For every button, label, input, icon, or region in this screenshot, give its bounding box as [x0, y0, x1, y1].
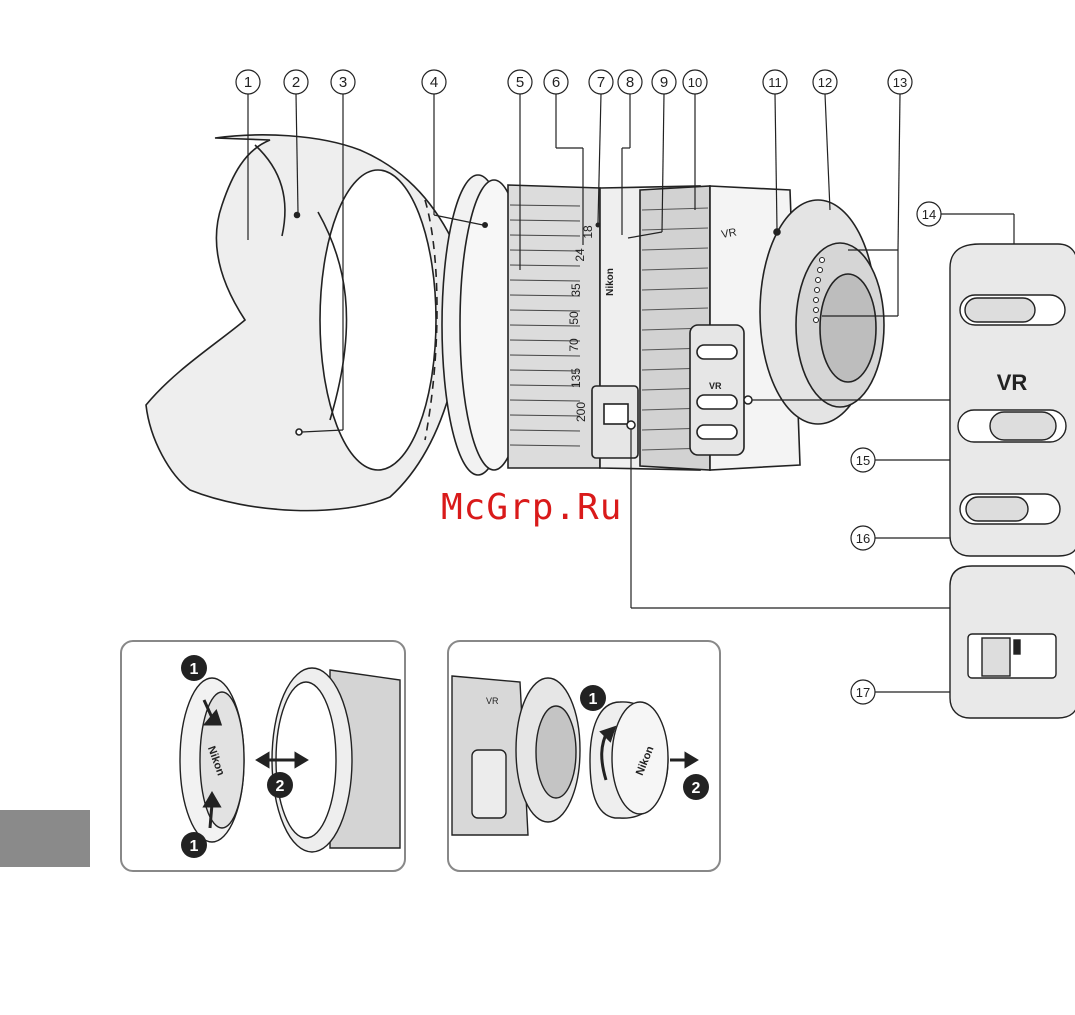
callout-9: 9: [660, 74, 668, 91]
zoom-scale-200: 200: [574, 402, 588, 422]
callout-17: 17: [856, 685, 870, 700]
lens-brand: Nikon: [605, 268, 616, 296]
front-step-2: 2: [276, 778, 285, 795]
callout-2: 2: [292, 74, 300, 91]
callout-16: 16: [856, 531, 870, 546]
callout-8: 8: [626, 74, 634, 91]
callout-12: 12: [818, 75, 832, 90]
callout-13: 13: [893, 75, 907, 90]
af-switch-panel: [950, 566, 1075, 718]
rear-inset-vr-badge: VR: [486, 696, 499, 706]
rear-step-1: 1: [589, 691, 598, 708]
zoom-scale-35: 35: [569, 283, 583, 297]
zoom-scale-50: 50: [567, 311, 581, 325]
callout-1: 1: [244, 74, 252, 91]
callout-3: 3: [339, 74, 347, 91]
focal-length-mark: [596, 223, 601, 228]
section-tab: [0, 810, 90, 867]
front-step-1-bottom: 1: [190, 838, 199, 855]
callout-6: 6: [552, 74, 560, 91]
lens-barrel: [442, 175, 884, 475]
vr-switch-panel: [950, 244, 1075, 556]
callout-14: 14: [922, 207, 936, 222]
callout-10: 10: [688, 75, 702, 90]
lens-switch-vr-label: VR: [709, 381, 722, 391]
panel-vr-label: VR: [997, 370, 1028, 395]
zoom-scale-24: 24: [573, 248, 587, 262]
lens-hood: [146, 135, 465, 511]
callout-7: 7: [597, 74, 605, 91]
callout-5: 5: [516, 74, 524, 91]
callout-4: 4: [430, 74, 438, 91]
zoom-scale-70: 70: [567, 338, 581, 352]
callout-15: 15: [856, 453, 870, 468]
zoom-scale-135: 135: [569, 368, 583, 388]
af-switch-marker: [627, 421, 635, 429]
rear-step-2: 2: [692, 780, 701, 797]
callout-11: 11: [768, 75, 782, 90]
watermark-text: McGrp.Ru: [441, 484, 651, 532]
vr-switch-marker: [744, 396, 752, 404]
front-step-1-top: 1: [190, 661, 199, 678]
